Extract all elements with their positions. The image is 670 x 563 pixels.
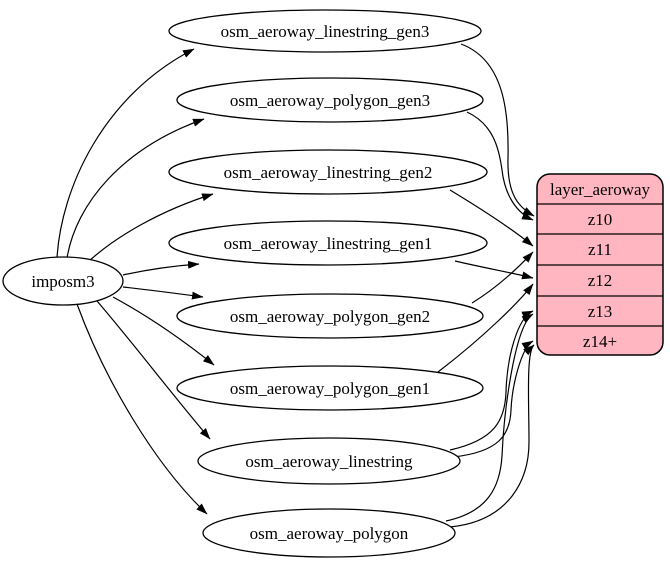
node-osm-aeroway-polygon-gen1-ellipse (176, 365, 484, 411)
node-osm-aeroway-linestring-gen3: osm_aeroway_linestring_gen3 (168, 9, 482, 53)
node-osm-aeroway-linestring-gen2-ellipse (168, 149, 488, 195)
node-osm-aeroway-linestring-gen1: osm_aeroway_linestring_gen1 (168, 220, 488, 266)
edge-osm-aeroway-polygon-gen1-to-z12 (437, 283, 534, 373)
edge-osm-aeroway-polygon-gen3-to-z10 (466, 111, 534, 221)
layer-row-z14: z14+ (583, 332, 617, 351)
layer-row-z11: z11 (588, 240, 612, 259)
node-osm-aeroway-linestring: osm_aeroway_linestring (197, 437, 461, 485)
node-osm-aeroway-linestring-gen3-label: osm_aeroway_linestring_gen3 (221, 22, 430, 41)
node-osm-aeroway-polygon-gen3: osm_aeroway_polygon_gen3 (176, 77, 484, 123)
edge-imposm3-to-osm-aeroway-polygon-gen3 (66, 118, 205, 259)
edge-imposm3-to-osm-aeroway-linestring (96, 300, 211, 440)
node-osm-aeroway-polygon-gen1-label: osm_aeroway_polygon_gen1 (230, 379, 430, 398)
layer-row-z12: z12 (588, 271, 613, 290)
node-osm-aeroway-polygon-gen2-label: osm_aeroway_polygon_gen2 (230, 307, 430, 326)
node-osm-aeroway-polygon-gen3-ellipse (176, 77, 484, 123)
edge-imposm3-to-osm-aeroway-polygon (76, 303, 208, 515)
edge-osm-aeroway-polygon-to-z13 (445, 313, 534, 522)
layer-row-z13: z13 (588, 302, 613, 321)
edge-imposm3-to-osm-aeroway-polygon-gen1 (112, 296, 215, 366)
node-osm-aeroway-polygon-gen1: osm_aeroway_polygon_gen1 (176, 365, 484, 411)
node-osm-aeroway-polygon-gen3-label: osm_aeroway_polygon_gen3 (230, 91, 430, 110)
edge-osm-aeroway-linestring-gen1-to-z12 (454, 260, 534, 280)
node-osm-aeroway-polygon-ellipse (202, 508, 456, 558)
edge-imposm3-to-osm-aeroway-linestring-gen1 (122, 260, 200, 276)
edge-osm-aeroway-polygon-to-z14 (449, 344, 535, 528)
layer-row-z10: z10 (588, 210, 613, 229)
edge-osm-aeroway-linestring-gen2-to-z11 (449, 189, 534, 247)
node-osm-aeroway-polygon-gen2-ellipse (176, 293, 484, 339)
node-osm-aeroway-linestring-gen1-ellipse (168, 220, 488, 266)
edge-imposm3-to-osm-aeroway-polygon-gen2 (122, 286, 204, 300)
node-osm-aeroway-linestring-label: osm_aeroway_linestring (245, 452, 413, 471)
edges-source-to-tables (56, 48, 215, 515)
node-imposm3-ellipse (2, 256, 124, 306)
layer-aeroway-title: layer_aeroway (550, 180, 651, 199)
node-imposm3: imposm3 (2, 256, 124, 306)
node-osm-aeroway-linestring-gen2: osm_aeroway_linestring_gen2 (168, 149, 488, 195)
node-osm-aeroway-linestring-gen2-label: osm_aeroway_linestring_gen2 (224, 163, 433, 182)
edge-imposm3-to-osm-aeroway-linestring-gen3 (56, 48, 195, 259)
edge-osm-aeroway-linestring-to-z14 (452, 340, 534, 458)
node-osm-aeroway-polygon-label: osm_aeroway_polygon (250, 524, 409, 543)
node-osm-aeroway-linestring-gen1-label: osm_aeroway_linestring_gen1 (224, 234, 433, 253)
node-imposm3-label: imposm3 (31, 272, 94, 291)
node-osm-aeroway-polygon-gen2: osm_aeroway_polygon_gen2 (176, 293, 484, 339)
node-osm-aeroway-linestring-ellipse (197, 437, 461, 485)
node-osm-aeroway-polygon: osm_aeroway_polygon (202, 508, 456, 558)
edge-imposm3-to-osm-aeroway-linestring-gen2 (87, 193, 214, 263)
edges-tables-to-layer (437, 43, 535, 528)
edge-osm-aeroway-polygon-gen2-to-z11 (471, 251, 534, 304)
node-layer-aeroway: layer_aeroway z10 z11 z12 z13 z14+ (536, 173, 664, 356)
edge-osm-aeroway-linestring-gen3-to-z10 (460, 43, 535, 217)
node-osm-aeroway-linestring-gen3-ellipse (168, 9, 482, 53)
edge-osm-aeroway-linestring-to-z13 (449, 310, 534, 451)
